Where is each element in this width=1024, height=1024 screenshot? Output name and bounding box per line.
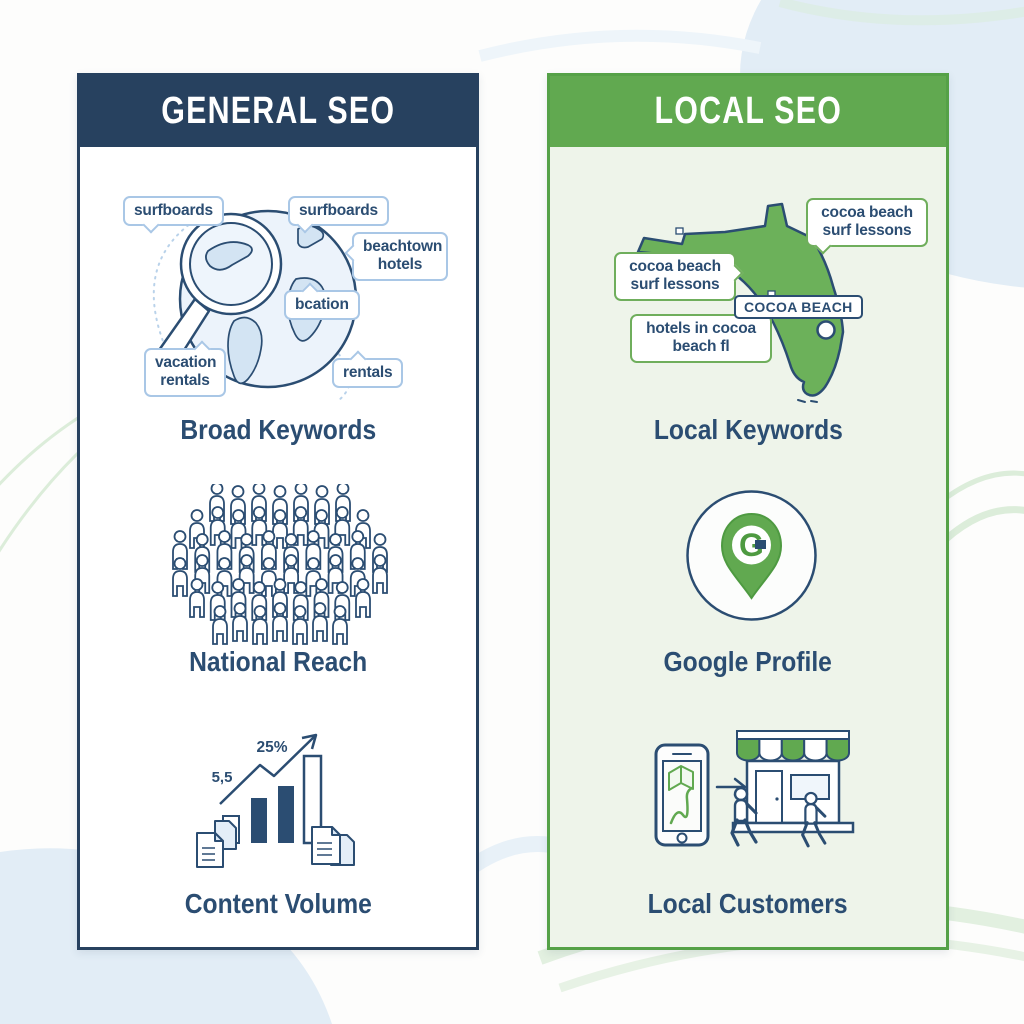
location-dot-icon [816,320,836,340]
local-bubble-surf-lessons-right: cocoa beach surf lessons [806,198,928,247]
keyword-bubble-rentals: rentals [332,358,404,389]
bubble-text: surfboards [134,202,213,219]
growth-arrow-icon [219,734,317,805]
keyword-bubble-beachtown-hotels: beachtown hotels [352,232,448,281]
storefront-icon [731,730,855,834]
bubble-text: cocoa beach surf lessons [629,258,721,294]
bubble-text: vacation rentals [155,354,217,390]
phone-icon [654,743,710,847]
local-customers-label: Local Customers [648,888,848,919]
local-bubble-hotels: hotels in cocoa beach fl [630,314,772,363]
bubble-text: bcation [295,296,349,313]
local-seo-panel: LOCAL SEO cocoa beach surf lessons cocoa… [547,73,949,950]
content-volume-label: Content Volume [184,888,372,919]
local-keywords-label: Local Keywords [653,414,843,445]
local-seo-title: LOCAL SEO [654,90,842,132]
bubble-text: surfboards [299,202,378,219]
local-customers-icon [654,730,855,848]
google-profile-label: Google Profile [663,646,833,677]
keyword-bubble-surfboards-left: surfboards [123,196,224,227]
bubble-text: beachtown hotels [363,238,443,274]
bubble-text: hotels in cocoa beach fl [646,320,756,356]
broad-keywords-label: Broad Keywords [180,414,376,445]
documents-icon [196,820,237,868]
general-seo-panel: GENERAL SEO surfboards surfboards [77,73,479,950]
keyword-bubble-vacation-rentals: vacation rentals [144,348,226,397]
keyword-bubble-bcation: bcation [284,290,360,321]
globe-search-icon [151,209,358,402]
chart-value-label: 5,5 [212,769,233,786]
keyword-bubble-surfboards-right: surfboards [288,196,389,227]
bubble-text: rentals [343,364,393,381]
bubble-text: cocoa beach surf lessons [821,204,913,240]
general-seo-title: GENERAL SEO [161,90,395,132]
magnifier-icon [151,212,283,376]
google-pin-icon: G [686,490,817,621]
local-bubble-surf-lessons-left: cocoa beach surf lessons [614,252,736,301]
general-seo-header: GENERAL SEO [80,76,476,147]
local-seo-header: LOCAL SEO [550,76,946,147]
chart-percent-label: 25% [256,739,287,756]
map-route-icon [668,765,694,791]
national-reach-label: National Reach [188,646,368,677]
crowd-icon [172,484,388,645]
cocoa-beach-tag: COCOA BEACH [734,295,863,319]
content-volume-chart-icon: 5,5 25% [196,733,355,868]
documents-icon [311,826,355,866]
